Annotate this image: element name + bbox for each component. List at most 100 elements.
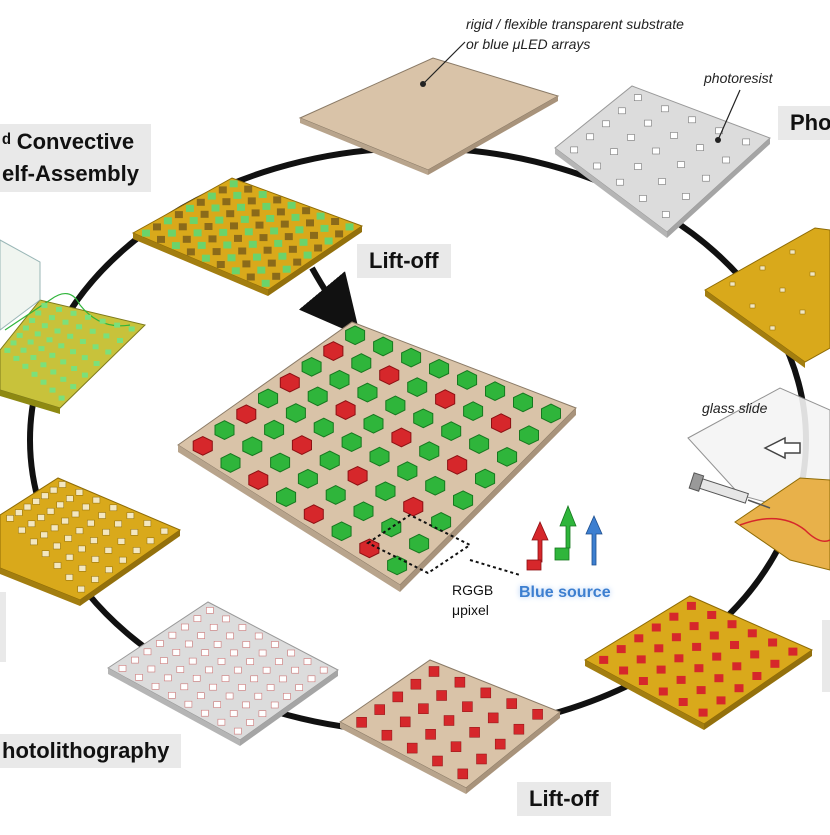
green-subpixel	[207, 192, 216, 200]
gold-opening	[91, 576, 99, 583]
patterned-opening	[188, 657, 197, 665]
green-subpixel	[211, 204, 220, 212]
red-pixel-square	[712, 652, 722, 661]
patterned-opening	[254, 692, 263, 700]
patterned-opening	[246, 719, 254, 726]
green-subpixel	[237, 203, 245, 211]
green-qd-cluster	[441, 421, 462, 442]
annotation-photoresist: photoresist	[704, 70, 773, 86]
green-subpixel	[196, 198, 205, 206]
gold-opening	[114, 520, 122, 528]
green-qd-cluster	[313, 417, 334, 438]
gold-opening	[78, 565, 87, 572]
photoresist-opening	[722, 156, 730, 164]
patterned-opening	[230, 649, 238, 657]
patterned-opening	[164, 674, 172, 682]
red-pixel-square	[750, 650, 760, 659]
green-subpixel	[197, 241, 206, 249]
green-subpixel	[320, 224, 329, 232]
rggb-pointer-line	[469, 559, 521, 576]
patterned-opening	[213, 640, 222, 648]
red-pixel-square	[658, 687, 668, 696]
green-qd-dot	[31, 371, 38, 377]
gold-opening	[102, 528, 110, 536]
red-qd-cube	[399, 716, 411, 728]
label-photolithography: hotolithography	[0, 734, 182, 768]
green-subpixel	[174, 211, 183, 219]
photoresist-opening	[670, 132, 678, 139]
green-qd-dot	[114, 322, 121, 328]
patterned-opening	[319, 666, 328, 674]
green-qd-dot	[46, 337, 53, 343]
green-subpixel	[261, 279, 270, 287]
green-qd-cluster	[407, 377, 428, 398]
green-subpixel	[227, 254, 236, 262]
green-subpixel	[251, 209, 260, 217]
green-qd-cluster	[301, 356, 322, 377]
green-qd-dot	[40, 362, 47, 368]
green-qd-dot	[38, 346, 45, 352]
green-subpixel	[314, 244, 323, 252]
red-pixel-square	[730, 641, 739, 649]
green-qd-dot	[41, 323, 48, 329]
green-subpixel	[274, 239, 283, 247]
red-pixel-square	[696, 686, 706, 695]
green-subpixel	[212, 248, 221, 256]
green-subpixel	[324, 237, 333, 245]
green-subpixel	[257, 266, 266, 274]
patterned-opening	[131, 656, 139, 664]
green-qd-dot	[27, 339, 34, 345]
green-qd-cluster	[285, 403, 306, 423]
red-qd-cube	[476, 753, 487, 765]
gold-opening	[32, 498, 40, 505]
photoresist-opening	[696, 144, 704, 151]
gold-opening	[77, 585, 85, 593]
patterned-opening	[234, 666, 242, 674]
photoresist-opening	[652, 147, 660, 155]
green-qd-dot	[62, 319, 69, 325]
photoresist-opening	[634, 163, 642, 170]
green-qd-dot	[22, 325, 29, 331]
gold-opening	[143, 520, 152, 527]
red-qd-cube	[406, 742, 418, 754]
green-subpixel	[247, 197, 256, 205]
red-pixel-square	[616, 645, 626, 654]
red-qd-cube	[532, 709, 543, 720]
red-qd-cube	[450, 741, 462, 752]
label-convective-line1: ᵈ Convective	[2, 129, 135, 154]
patterned-opening	[242, 701, 250, 709]
substrate-leader-dot	[420, 81, 426, 87]
red-qd-cluster	[491, 413, 512, 434]
plate-substrate-red-cubes	[339, 659, 561, 794]
gold-opening	[117, 538, 126, 545]
patterned-opening	[258, 710, 267, 718]
green-qd-dot	[70, 384, 77, 390]
gold-opening	[104, 547, 113, 554]
red-qd-cube	[454, 676, 466, 688]
patterned-opening	[222, 615, 230, 623]
patterned-opening	[225, 692, 234, 700]
red-pixel-square	[752, 672, 762, 680]
green-subpixel	[171, 242, 180, 250]
red-pixel-square	[636, 655, 646, 664]
patterned-opening	[238, 624, 247, 631]
green-subpixel	[244, 185, 253, 193]
green-subpixel	[182, 235, 191, 243]
plate-gold-red-dots	[583, 595, 814, 730]
red-qd-cluster	[347, 465, 368, 486]
red-pixel-square	[770, 659, 780, 668]
patterned-opening	[229, 710, 238, 717]
green-qd-cluster	[387, 555, 408, 576]
green-qd-cluster	[353, 501, 374, 522]
patterned-opening	[291, 666, 300, 674]
annotation-glass-slide: glass slide	[702, 400, 768, 416]
green-subpixel	[310, 231, 318, 239]
label-rggb-line2: μpixel	[452, 602, 489, 618]
red-qd-cluster	[435, 389, 456, 410]
patterned-opening	[303, 658, 312, 665]
red-qd-cube	[462, 701, 473, 712]
gold-opening	[56, 501, 64, 509]
red-pixel-square	[768, 638, 778, 647]
red-pixel-square	[707, 611, 717, 619]
